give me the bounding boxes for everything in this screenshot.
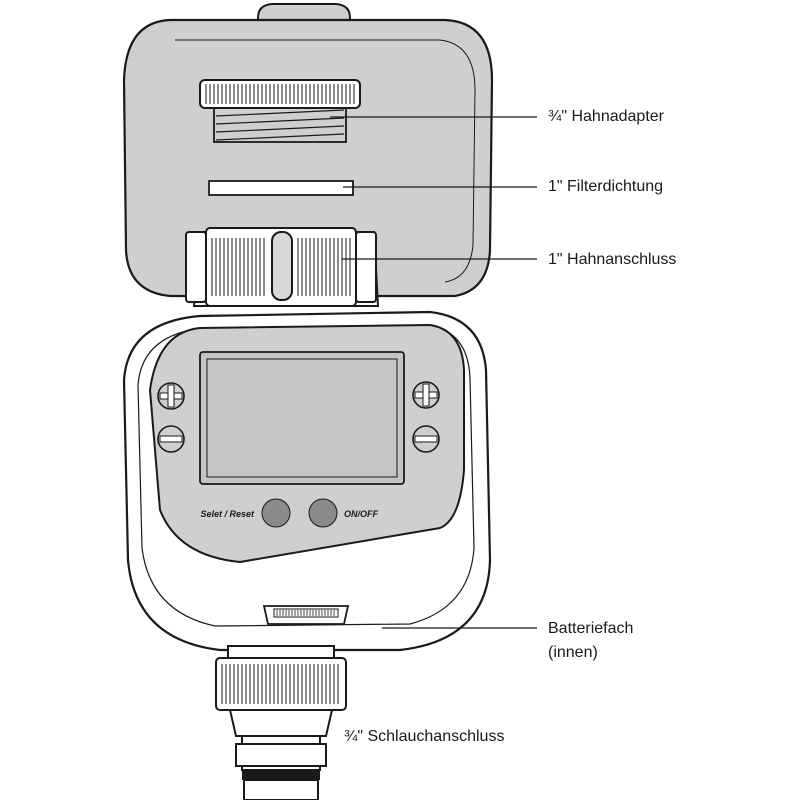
label-battery-line2: (innen) [548,644,598,661]
battery-latch[interactable] [262,605,350,625]
timer-body [122,310,492,652]
label-tap-connector: 1" Hahnanschluss [548,251,677,268]
tap-adapter-nut [199,79,361,109]
right-plus-button[interactable] [412,381,440,409]
tap-adapter-part [199,79,361,143]
hose-connector-part [215,645,347,800]
select-reset-button[interactable] [261,498,291,528]
body-inner-outline [137,325,475,627]
lcd-display [199,351,405,485]
on-off-button[interactable] [308,498,338,528]
label-tap-adapter: ¾" Hahnadapter [548,108,664,125]
label-hose-connector: ¾" Schlauchanschluss [344,728,505,745]
select-reset-label: Selet / Reset [200,509,255,519]
right-minus-button[interactable] [412,425,440,453]
label-battery-line1: Batteriefach [548,620,634,637]
lcd-inner [206,358,398,478]
hose-o-ring [242,770,320,780]
lid-inner-edge [175,39,476,283]
tap-connector-part [185,227,380,307]
left-plus-button[interactable] [157,382,185,410]
label-filter-seal: 1" Filterdichtung [548,178,664,195]
tap-connector-slot [271,231,293,301]
filter-seal-part [208,180,354,196]
leader-lines [330,116,537,629]
on-off-label: ON/OFF [344,509,378,519]
left-minus-button[interactable] [157,425,185,453]
